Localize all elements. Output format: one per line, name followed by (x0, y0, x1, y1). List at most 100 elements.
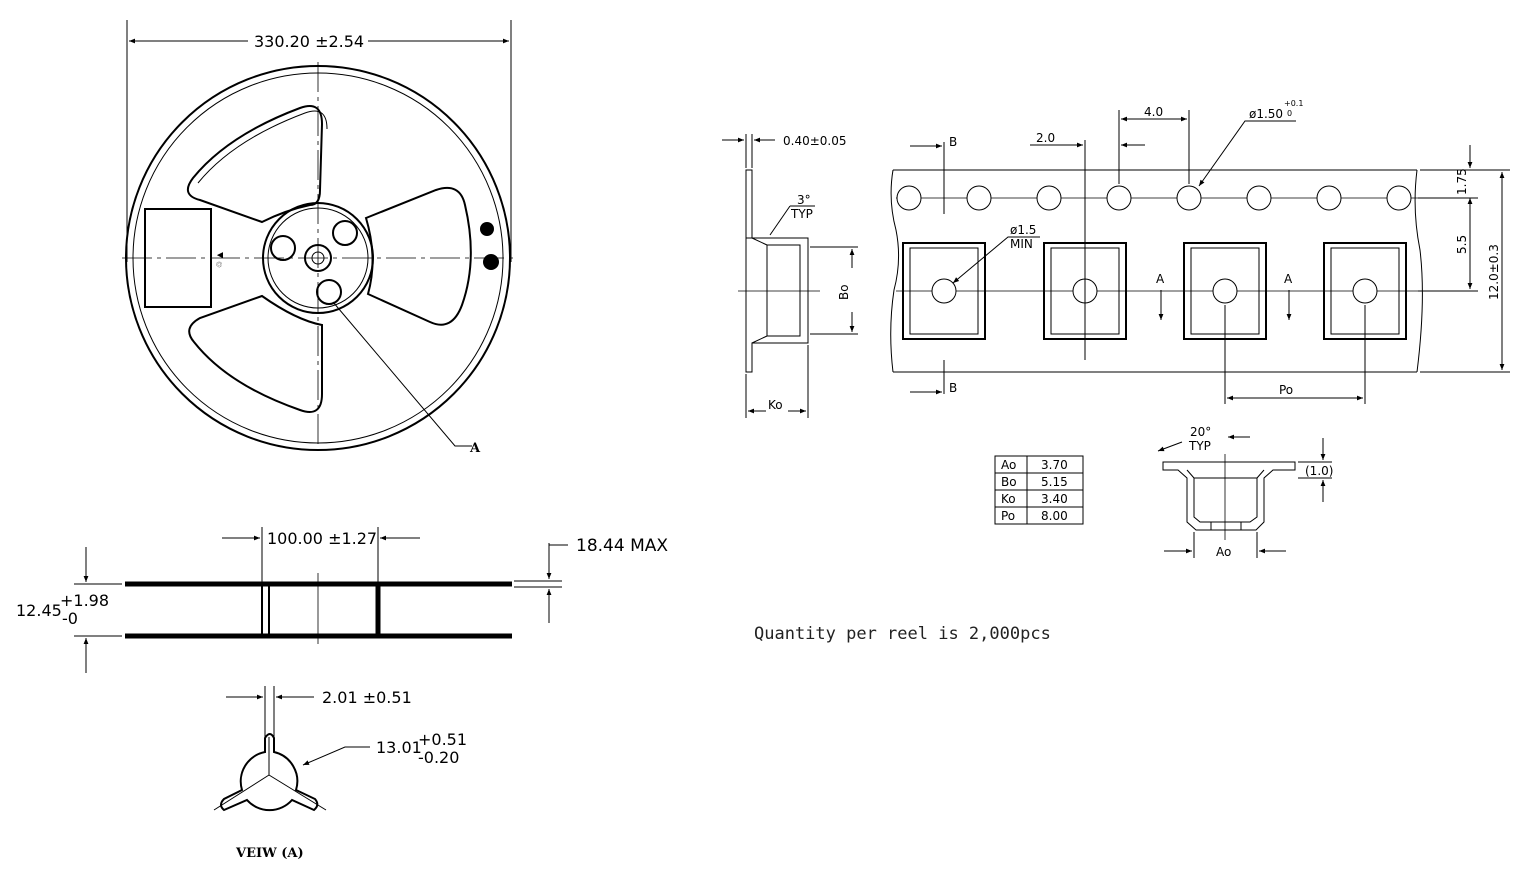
pocket-hole-label: ø1.5 (1010, 223, 1036, 237)
reel-dot (480, 222, 494, 236)
pitch-p0-label: 4.0 (1144, 105, 1163, 119)
sprocket-hole (1036, 185, 1062, 211)
quantity-note: Quantity per reel is 2,000pcs (754, 624, 1051, 644)
section-a-label-right: A (1284, 272, 1293, 286)
tape-section-bb: 0.40±0.05 3° TYP Bo Ko (722, 134, 858, 418)
bo-label: Bo (837, 284, 851, 300)
view-a: 2.01 ±0.51 13.01 +0.51 -0.20 VEIW (A) (213, 686, 467, 861)
table-cell-value: 5.15 (1041, 475, 1068, 489)
angle-20deg-label: 20° (1190, 425, 1211, 439)
drive-hole (332, 220, 358, 246)
pitch-p2-label: 2.0 (1036, 131, 1055, 145)
ko-label: Ko (768, 398, 783, 412)
table-cell-value: 8.00 (1041, 509, 1068, 523)
tape-edge (893, 169, 1417, 373)
pocket-hole (1212, 278, 1238, 304)
reel-window (364, 186, 472, 326)
bore-tol-minus: -0.20 (418, 748, 459, 767)
leader-line (769, 205, 791, 236)
sprocket-hole-tol-minus: 0 (1287, 109, 1292, 118)
pocket-hole (931, 278, 957, 304)
reel-diameter-label: 330.20 ±2.54 (254, 32, 364, 51)
reel-label-area (144, 208, 212, 308)
reel-window (188, 294, 323, 413)
reel-side-view: 100.00 ±1.27 18.44 MAX 12.45 +1.98 -0 (16, 527, 668, 673)
tape-break (1414, 169, 1423, 373)
ao-label: Ao (1216, 545, 1231, 559)
tape-top-view: B B 2.0 4.0 ø1.50 +0.1 0 ø1.5 MIN A A Po (890, 99, 1510, 404)
max-width-label: 18.44 MAX (576, 536, 668, 556)
angle-20deg-typ: TYP (1188, 439, 1211, 453)
inner-width-label: 12.45 (16, 601, 62, 620)
dimension-table: Ao 3.70 Bo 5.15 Ko 3.40 Po 8.00 (994, 455, 1084, 525)
table-cell-name: Ao (1001, 458, 1016, 472)
keyway-line (213, 774, 270, 811)
table-row: Ao 3.70 (1001, 458, 1068, 472)
section-profile (751, 237, 768, 344)
pocket (902, 242, 986, 340)
table-row: Ko 3.40 (1001, 492, 1068, 506)
sprocket-hole-tol-plus: +0.1 (1284, 99, 1303, 108)
sprocket-hole (966, 185, 992, 211)
drive-hole (270, 235, 296, 261)
sprocket-hole (1176, 185, 1202, 211)
leader-line (1157, 441, 1183, 452)
pocket-hole-min: MIN (1010, 237, 1033, 251)
reel-window (186, 105, 324, 224)
reel-hub-inner (267, 207, 369, 309)
view-a-title: VEIW (A) (235, 846, 304, 861)
sprocket-holes (896, 185, 1412, 211)
leader-line (332, 301, 472, 447)
table-cell-value: 3.40 (1041, 492, 1068, 506)
section-aa: 20° TYP (1.0) Ao (1157, 425, 1333, 559)
reel-bore-key (311, 251, 325, 265)
tape-width-label: 12.0±0.3 (1487, 244, 1501, 300)
sprocket-hole (1246, 185, 1272, 211)
bore-label: 13.01 (376, 738, 422, 757)
slot-width-label: 2.01 ±0.51 (322, 688, 412, 707)
table-row: Po 8.00 (1001, 509, 1068, 523)
reel-front-view: 330.20 ±2.54 ♲ ▲ A (122, 20, 516, 456)
table-cell-name: Ko (1001, 492, 1016, 506)
cover-thickness-label: (1.0) (1305, 464, 1333, 478)
tape-thickness-label: 0.40±0.05 (783, 134, 847, 148)
reel-bore (304, 244, 332, 272)
inner-width-tol-plus: +1.98 (60, 591, 109, 610)
pocket-hole (1352, 278, 1378, 304)
hub-width-label: 100.00 ±1.27 (267, 529, 377, 548)
table-row: Bo 5.15 (1001, 475, 1068, 489)
pocket-profile (1162, 461, 1296, 531)
section-profile (767, 244, 801, 337)
angle-3deg-typ: TYP (790, 207, 813, 221)
section-b-label-top: B (949, 135, 957, 149)
leader-line (1198, 120, 1296, 187)
reel-window-edge (197, 110, 328, 184)
pocket-floor (909, 247, 979, 335)
sprocket-hole (1316, 185, 1342, 211)
inner-width-tol-minus: -0 (62, 609, 78, 628)
sprocket-hole (1386, 185, 1412, 211)
sprocket-hole (1106, 185, 1132, 211)
table-cell-value: 3.70 (1041, 458, 1068, 472)
tape-break (890, 169, 900, 373)
edge-to-hole-label: 1.75 (1455, 168, 1469, 195)
table-cell-name: Bo (1001, 475, 1017, 489)
reel-hub-outer (262, 202, 374, 314)
recycle-mark: ♲ ▲ (215, 251, 224, 268)
drive-hole (316, 279, 342, 305)
sprocket-hole (896, 185, 922, 211)
reel-dot (483, 254, 499, 270)
bore-tol-plus: +0.51 (418, 730, 467, 749)
section-profile (745, 169, 809, 373)
leader-line (302, 746, 370, 766)
view-a-callout: A (469, 441, 481, 456)
table-cell-name: Po (1001, 509, 1015, 523)
po-label: Po (1279, 383, 1293, 397)
keyway-line (268, 774, 327, 811)
angle-3deg-label: 3° (797, 193, 811, 207)
section-b-label-bottom: B (949, 381, 957, 395)
bore-keyway-outline (220, 733, 319, 812)
hole-to-pocket-label: 5.5 (1455, 235, 1469, 254)
leader-line (952, 236, 1040, 284)
